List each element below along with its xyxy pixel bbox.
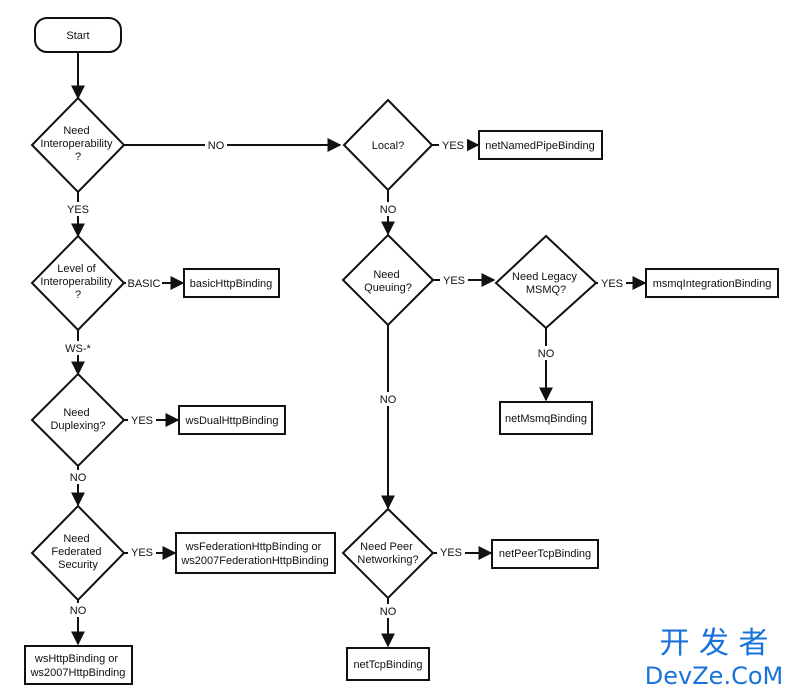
decision-peer-line1: Need Peer [360, 541, 413, 553]
decision-interop-line2: Interoperability [40, 138, 113, 150]
binding-netmsmq: netMsmqBinding [499, 401, 593, 435]
label-federated-no: NO [70, 605, 87, 617]
binding-peertcp: netPeerTcpBinding [491, 539, 599, 569]
label-federated-yes: YES [131, 547, 153, 559]
decision-duplex-line2: Duplexing? [50, 420, 105, 432]
svg-text:Need Duplexing?: Need Duplexing? [50, 407, 105, 432]
decision-local-line1: Local? [372, 140, 404, 152]
binding-wshttp-line1: wsHttpBinding or [34, 653, 118, 665]
decision-level-line3: ? [75, 289, 81, 301]
decision-federated-line3: Security [58, 559, 98, 571]
decision-queuing-line2: Queuing? [364, 282, 412, 294]
svg-text:Need Interoperability: Need Interoperability ? [40, 125, 115, 163]
decision-interop-line3: ? [75, 151, 81, 163]
decision-level: Level of Interoperability ? [30, 234, 126, 332]
start-node: Start [34, 17, 122, 53]
decision-level-line2: Interoperability [40, 276, 113, 288]
decision-interop-line1: Need [63, 125, 89, 137]
label-level-ws: WS-* [65, 343, 91, 355]
svg-text:Need Legacy MSMQ?: Need Legacy MSMQ? [512, 271, 580, 296]
decision-legacy: Need Legacy MSMQ? [494, 234, 598, 330]
decision-peer-line2: Networking? [357, 554, 418, 566]
label-interop-yes: YES [67, 204, 89, 216]
binding-nettcp: netTcpBinding [346, 647, 430, 681]
label-queuing-yes: YES [443, 275, 465, 287]
decision-federated: Need Federated Security [30, 504, 126, 602]
decision-federated-line1: Need [63, 533, 89, 545]
label-peer-yes: YES [440, 547, 462, 559]
label-local-no: NO [380, 204, 397, 216]
label-level-basic: BASIC [127, 278, 160, 290]
label-interop-no: NO [208, 140, 225, 152]
svg-text:Local?: Local? [372, 140, 404, 152]
binding-dualhttp-label: wsDualHttpBinding [185, 415, 279, 427]
svg-text:wsFederationHttpBinding or: wsFederationHttpBinding or ws2007Federat… [180, 541, 328, 567]
svg-text:Need Federated Sec: Need Federated Security [51, 533, 104, 571]
label-legacy-no: NO [538, 348, 555, 360]
svg-text:Need Peer Networking?: Need Peer Networking? [357, 541, 418, 566]
binding-federation-line1: wsFederationHttpBinding or [185, 541, 322, 553]
decision-duplex-line1: Need [63, 407, 89, 419]
svg-text:Need Queuing?: Need Queuing? [364, 269, 412, 294]
label-duplex-yes: YES [131, 415, 153, 427]
decision-legacy-line1: Need Legacy [512, 271, 577, 283]
label-duplex-no: NO [70, 472, 87, 484]
decision-queuing-line1: Need [373, 269, 399, 281]
watermark-cn: 开 发 者 [659, 626, 768, 661]
edge-labels: NO YES BASIC WS-* YES NO YES NO YES NO Y… [62, 138, 626, 618]
binding-wshttp-line2: ws2007HttpBinding [30, 667, 126, 679]
binding-federation-line2: ws2007FederationHttpBinding [180, 555, 328, 567]
binding-basichttp: basicHttpBinding [183, 268, 280, 298]
binding-nettcp-label: netTcpBinding [353, 659, 422, 671]
label-legacy-yes: YES [601, 278, 623, 290]
binding-msmqintegration: msmqIntegrationBinding [645, 268, 779, 298]
decision-queuing: Need Queuing? [341, 233, 435, 327]
decision-level-line1: Level of [57, 263, 96, 275]
svg-text:Level of Interoperabilit: Level of Interoperability ? [40, 263, 115, 301]
label-queuing-no: NO [380, 394, 397, 406]
label-peer-no: NO [380, 606, 397, 618]
binding-basichttp-label: basicHttpBinding [190, 278, 273, 290]
binding-msmqintegration-label: msmqIntegrationBinding [653, 278, 772, 290]
decision-duplex: Need Duplexing? [30, 372, 126, 468]
watermark: 开 发 者 DevZe.CoM [645, 626, 783, 690]
binding-peertcp-label: netPeerTcpBinding [499, 548, 591, 560]
binding-federation: wsFederationHttpBinding or ws2007Federat… [175, 532, 336, 574]
binding-wshttp: wsHttpBinding or ws2007HttpBinding [24, 645, 133, 685]
binding-dualhttp: wsDualHttpBinding [178, 405, 286, 435]
label-local-yes: YES [442, 140, 464, 152]
watermark-en: DevZe.CoM [645, 662, 783, 690]
decision-interop: Need Interoperability ? [30, 96, 126, 194]
decision-local: Local? [342, 98, 434, 192]
binding-namedpipe: netNamedPipeBinding [478, 130, 603, 160]
svg-text:wsHttpBinding or ws2007H: wsHttpBinding or ws2007HttpBinding [30, 653, 126, 679]
start-label: Start [66, 30, 89, 42]
decision-federated-line2: Federated [51, 546, 101, 558]
decision-legacy-line2: MSMQ? [526, 284, 566, 296]
binding-netmsmq-label: netMsmqBinding [505, 413, 587, 425]
binding-namedpipe-label: netNamedPipeBinding [485, 140, 594, 152]
decision-peer: Need Peer Networking? [341, 507, 435, 600]
